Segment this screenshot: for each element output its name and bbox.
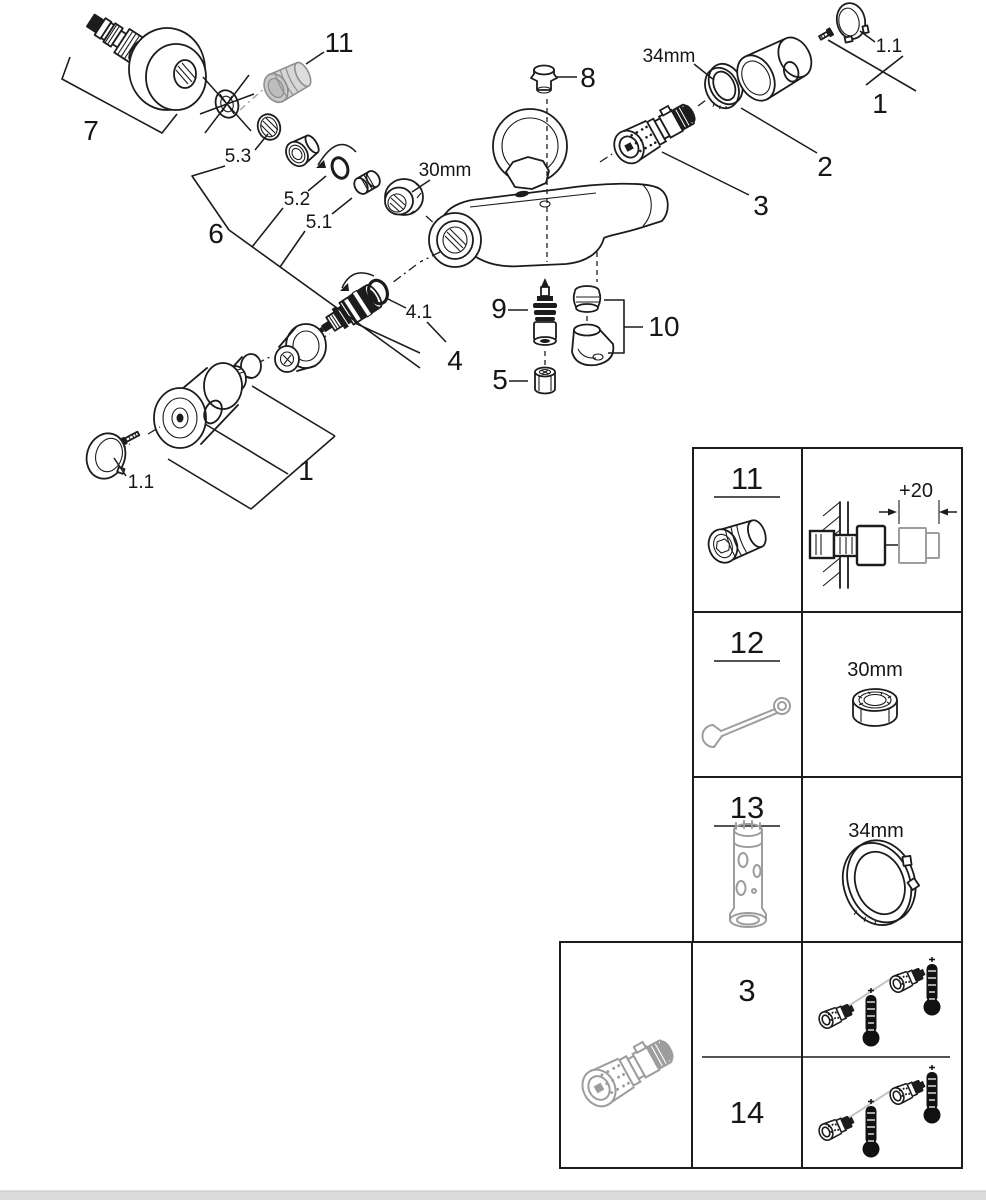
part-5-1-adapter	[353, 170, 381, 195]
table-row-3: 3	[575, 956, 942, 1114]
faucet-body	[428, 182, 669, 268]
callout-11: 11	[324, 27, 353, 58]
wall-flange	[492, 108, 568, 190]
note-30mm: 30mm	[847, 659, 903, 681]
part-1-cone-flange	[255, 323, 331, 373]
part-5-2-oring	[330, 156, 350, 180]
callout-7: 7	[83, 115, 99, 146]
bracket-7	[61, 56, 178, 134]
table-part-no-11: 11	[731, 461, 763, 496]
callout-1-bottom: 1	[298, 455, 314, 486]
part-4-1-oring	[366, 278, 390, 306]
callout-5-3: 5.3	[225, 146, 251, 167]
leader-1-1-bottom	[113, 457, 127, 477]
callout-2: 2	[817, 151, 833, 182]
callout-1-top: 1	[872, 88, 888, 119]
table-row-12: 12 30mm	[701, 625, 903, 749]
part-1-1-screw	[818, 27, 835, 41]
table-row-14: 14	[730, 1064, 942, 1159]
part-1-1-screw-bottom	[120, 430, 141, 446]
callout-3: 3	[753, 190, 769, 221]
svg-text:+20: +20	[899, 480, 933, 502]
callout-9: 9	[491, 293, 507, 324]
socket-tool-icon	[729, 820, 767, 928]
table-row-11: 11 +20	[707, 461, 957, 589]
callout-1-1-top: 1.1	[876, 36, 902, 57]
nut-30mm-icon	[852, 688, 898, 727]
part-5-2-connector	[285, 134, 357, 168]
callout-5: 5	[492, 364, 508, 395]
note-34mm: 34mm	[848, 820, 904, 842]
bracket-1-bottom	[167, 385, 336, 510]
part-30mm-nut	[384, 178, 438, 227]
callout-5-2: 5.2	[284, 189, 310, 210]
part-3-cartridge	[599, 96, 707, 170]
part-5-3-strainer	[256, 113, 282, 141]
part-1-1-cap	[835, 2, 870, 44]
table-row-13: 13 34mm	[714, 790, 921, 928]
ring-34mm-icon	[841, 839, 921, 926]
leader-4-1	[387, 298, 407, 309]
callout-34mm: 34mm	[643, 46, 696, 67]
part-9-check-valve	[533, 278, 557, 346]
thermometer-diagram-3	[815, 956, 942, 1048]
callout-5-1: 5.1	[306, 212, 332, 233]
table-part-no-3: 3	[738, 973, 755, 1008]
part-8-plug	[530, 64, 558, 262]
part-4-cartridge	[317, 251, 441, 334]
callout-1-1-bottom: 1.1	[128, 472, 154, 493]
spares-table: 11 +20	[559, 447, 963, 1169]
part-5-nut	[534, 351, 556, 395]
extension-part-icon	[707, 519, 767, 564]
part-1-sleeve	[736, 36, 813, 102]
thermometer-diagram-14	[815, 1064, 942, 1159]
callout-10: 10	[648, 311, 679, 342]
part-7-escutcheon	[128, 27, 207, 111]
leader-3	[661, 151, 750, 196]
leader-34mm	[693, 63, 715, 81]
part-10-mousseur	[571, 252, 615, 367]
callout-4-1: 4.1	[406, 302, 432, 323]
bracket-1-top	[827, 39, 917, 92]
bracket-6	[191, 133, 421, 369]
leader-2	[740, 107, 818, 154]
page-bottom-bar	[0, 1191, 986, 1200]
leader-30mm	[411, 179, 431, 193]
wrench-icon	[701, 697, 791, 749]
bracket-10	[604, 299, 643, 354]
grey-cartridge-icon	[575, 1030, 681, 1114]
part-11-extension	[239, 61, 312, 111]
callout-6: 6	[208, 218, 224, 249]
bracket-4	[354, 321, 447, 354]
dimension-plus-20: +20	[879, 480, 957, 524]
table-part-no-12: 12	[730, 625, 764, 660]
callout-8: 8	[580, 62, 596, 93]
leader-1-1-top	[859, 30, 876, 43]
leader-11	[305, 51, 325, 65]
callout-4: 4	[447, 345, 463, 376]
table-part-no-13: 13	[730, 790, 764, 825]
table-part-no-14: 14	[730, 1095, 764, 1130]
part-1-knob	[117, 362, 243, 452]
callout-30mm: 30mm	[419, 160, 472, 181]
crossed-out-seal	[199, 74, 255, 134]
part-2-ring	[704, 62, 744, 110]
part-1-1-cap-bottom	[85, 432, 127, 480]
wall-mount-diagram: +20	[808, 480, 957, 589]
